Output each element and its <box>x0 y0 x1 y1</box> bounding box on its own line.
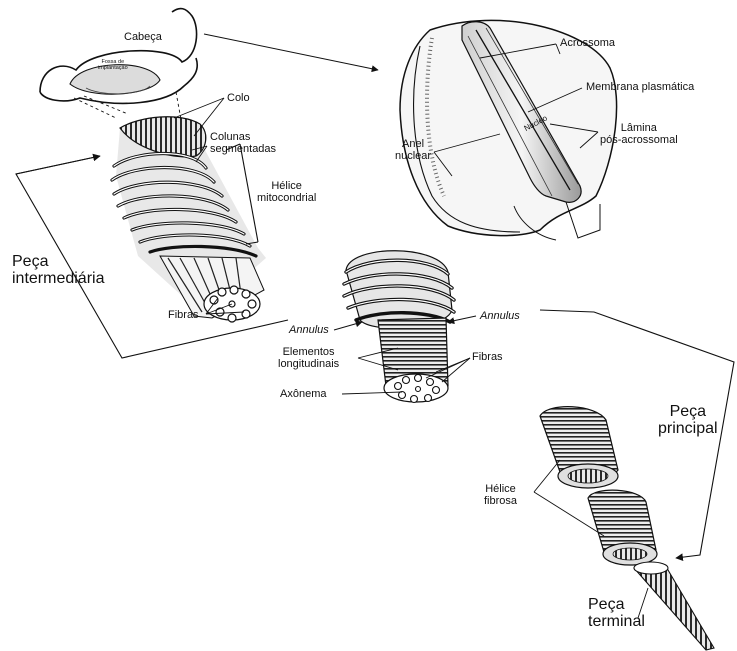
label-peca-principal-line2: principal <box>658 420 718 437</box>
label-elementos-longitudinais: Elementos longitudinais <box>278 346 339 370</box>
label-peca-intermediaria-line1: Peça <box>12 253 104 270</box>
label-annulus-right: Annulus <box>480 310 520 322</box>
label-fossa-line2: implantação <box>98 65 128 71</box>
label-helice-mito-line1: Hélice <box>257 180 316 192</box>
head-section-illustration <box>400 20 617 240</box>
label-elementos-line1: Elementos <box>278 346 339 358</box>
label-lamina-line2: pós-acrossomal <box>600 134 678 146</box>
head-illustration <box>40 9 197 104</box>
label-colunas-line2: segmentadas <box>210 143 276 155</box>
label-helice-mitocondrial: Hélice mitocondrial <box>257 180 316 204</box>
head-to-section-arrow <box>204 34 378 70</box>
label-helice-fibrosa-line1: Hélice <box>484 483 517 495</box>
label-peca-terminal: Peça terminal <box>588 596 645 630</box>
label-annulus-left: Annulus <box>289 324 329 336</box>
label-colunas-segmentadas: Colunas segmentadas <box>210 131 276 155</box>
label-anel-line1: Anel <box>395 138 431 150</box>
label-membrana-plasmatica: Membrana plasmática <box>586 81 694 93</box>
label-peca-principal-line1: Peça <box>658 403 718 420</box>
label-colo: Colo <box>227 92 250 104</box>
label-peca-terminal-line2: terminal <box>588 613 645 630</box>
label-lamina-line1: Lâmina <box>600 122 678 134</box>
label-axonema: Axônema <box>280 388 326 400</box>
label-fibras-right: Fibras <box>472 351 503 363</box>
end-piece-illustration <box>634 562 714 650</box>
label-anel-line2: nuclear <box>395 150 431 162</box>
label-helice-mito-line2: mitocondrial <box>257 192 316 204</box>
label-elementos-line2: longitudinais <box>278 358 339 370</box>
label-fibras-left: Fibras <box>168 309 199 321</box>
annulus-arrow-right <box>448 316 476 322</box>
label-helice-fibrosa-line2: fibrosa <box>484 495 517 507</box>
label-acrossoma: Acrossoma <box>560 37 615 49</box>
label-helice-fibrosa: Hélice fibrosa <box>484 483 517 507</box>
label-peca-intermediaria: Peça intermediária <box>12 253 104 287</box>
annulus-arrow-left <box>334 322 362 330</box>
label-colunas-line1: Colunas <box>210 131 276 143</box>
annulus-segment-illustration <box>344 251 454 403</box>
label-peca-intermediaria-line2: intermediária <box>12 270 104 287</box>
label-anel-nuclear: Anel nuclear <box>395 138 431 162</box>
label-peca-principal: Peça principal <box>658 403 718 437</box>
label-cabeca: Cabeça <box>124 31 162 43</box>
label-peca-terminal-line1: Peça <box>588 596 645 613</box>
label-lamina-pos-acrossomal: Lâmina pós-acrossomal <box>600 122 678 146</box>
fibrous-helix-illustration <box>540 407 657 565</box>
label-fossa-implantacao: Fossa de implantação <box>98 59 128 71</box>
